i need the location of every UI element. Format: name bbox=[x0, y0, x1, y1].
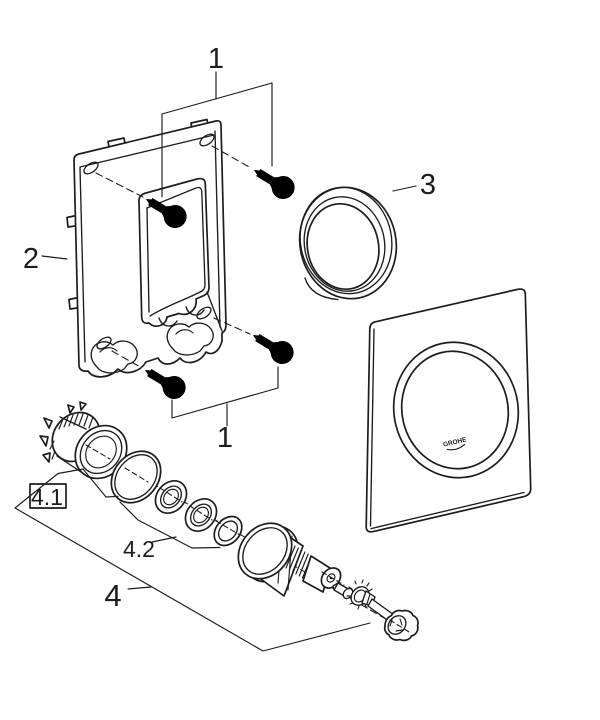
gear-collar-teeth bbox=[346, 579, 373, 610]
bracket-screws-top bbox=[161, 71, 273, 198]
label-frame: 2 bbox=[23, 243, 39, 275]
flush-plate: GROHE bbox=[365, 288, 532, 533]
seal-ring-coil-2 bbox=[299, 186, 393, 295]
axis-overlay-dashes bbox=[85, 444, 410, 633]
cap-tab-3 bbox=[42, 452, 51, 463]
bracket-screws-bottom bbox=[171, 366, 279, 427]
cap-silhouette-top bbox=[59, 416, 87, 430]
push-rod-assembly bbox=[332, 579, 419, 642]
plate-button bbox=[400, 350, 510, 470]
frame-top-notch-left bbox=[107, 137, 126, 148]
bracket-4 bbox=[14, 507, 371, 652]
valve-flange-face bbox=[242, 527, 288, 575]
valve-assembly bbox=[39, 401, 419, 642]
screws bbox=[95, 145, 299, 404]
frame-opening-depth-left bbox=[146, 207, 150, 313]
valve-body bbox=[237, 522, 342, 597]
label-valve-assembly: 4 bbox=[104, 578, 121, 613]
frame-slot-top-left bbox=[83, 161, 99, 175]
frame-left-tab-lower bbox=[68, 297, 78, 310]
screw-guide-top-left bbox=[95, 172, 144, 198]
valve-threads bbox=[285, 545, 313, 579]
bracket-4-2 bbox=[119, 501, 221, 549]
frame-inner-edge-right bbox=[214, 130, 221, 328]
cap-tab-2 bbox=[39, 435, 49, 447]
label-cap-group: 4.1 bbox=[31, 484, 63, 510]
plate-button-outer-ring bbox=[392, 341, 520, 479]
valve-outlet-bore bbox=[326, 573, 336, 583]
frame-clip-curve-left bbox=[158, 317, 178, 327]
frame-slot-bottom-right bbox=[196, 306, 212, 320]
seal-washer-3 bbox=[213, 515, 243, 547]
plate-thickness-left bbox=[369, 328, 375, 527]
cap-prong-1 bbox=[67, 404, 75, 414]
screw-top-right bbox=[248, 160, 299, 204]
frame-slot-bottom-left bbox=[96, 336, 112, 350]
cap-bore bbox=[85, 435, 117, 469]
seal-ring bbox=[298, 186, 398, 301]
frame-slot-top-right bbox=[199, 133, 215, 147]
label-screws-bottom: 1 bbox=[217, 422, 233, 454]
frame-clip-right-inner bbox=[175, 329, 194, 335]
frame-clip-left-inner bbox=[99, 347, 118, 353]
plate-outline bbox=[365, 288, 532, 533]
seal-ring-coil-3 bbox=[303, 196, 386, 292]
screw-guide-bottom-right bbox=[213, 317, 251, 335]
cap-silhouette-bottom bbox=[56, 455, 82, 473]
leader-frame bbox=[41, 255, 68, 260]
mounting-frame bbox=[66, 118, 227, 378]
o-ring bbox=[110, 450, 162, 504]
frame-depth-corner bbox=[206, 291, 223, 332]
screw-bottom-right bbox=[247, 325, 298, 369]
cap-rim-inner bbox=[79, 429, 123, 475]
frame-left-tab-upper bbox=[66, 215, 76, 228]
label-seal-ring: 3 bbox=[420, 169, 436, 201]
label-screws-top: 1 bbox=[208, 43, 224, 75]
screw-guide-bottom-left bbox=[111, 350, 143, 369]
label-4-1-mask bbox=[29, 483, 67, 509]
frame-inner-edge-left bbox=[79, 167, 86, 363]
screw-guide-top-right bbox=[211, 145, 252, 169]
cap-tab-1 bbox=[43, 417, 53, 429]
screw-bottom-left bbox=[139, 360, 190, 404]
frame-clip-left bbox=[90, 340, 138, 374]
cap-prong-2 bbox=[79, 401, 87, 411]
label-washer-group: 4.2 bbox=[123, 536, 155, 562]
frame-clip-right bbox=[166, 322, 214, 356]
cap-knurl bbox=[49, 413, 94, 460]
frame-opening-depth-top bbox=[146, 186, 206, 293]
frame-inner-edge-top bbox=[79, 134, 215, 168]
callout-lines bbox=[14, 71, 417, 652]
frame-opening bbox=[138, 177, 210, 327]
collar-hex-facet bbox=[366, 593, 371, 605]
leader-seal-ring bbox=[392, 185, 417, 192]
frame-shelf-edge bbox=[149, 290, 203, 317]
plate-thickness-bottom bbox=[370, 491, 525, 530]
o-ring-inner bbox=[114, 454, 158, 500]
actuation-cap bbox=[39, 401, 128, 480]
frame-clip-curve-right bbox=[185, 306, 205, 316]
seal-washer-1 bbox=[154, 480, 188, 514]
seal-ring-tail bbox=[304, 277, 339, 301]
seal-ring-inner bbox=[306, 202, 380, 291]
